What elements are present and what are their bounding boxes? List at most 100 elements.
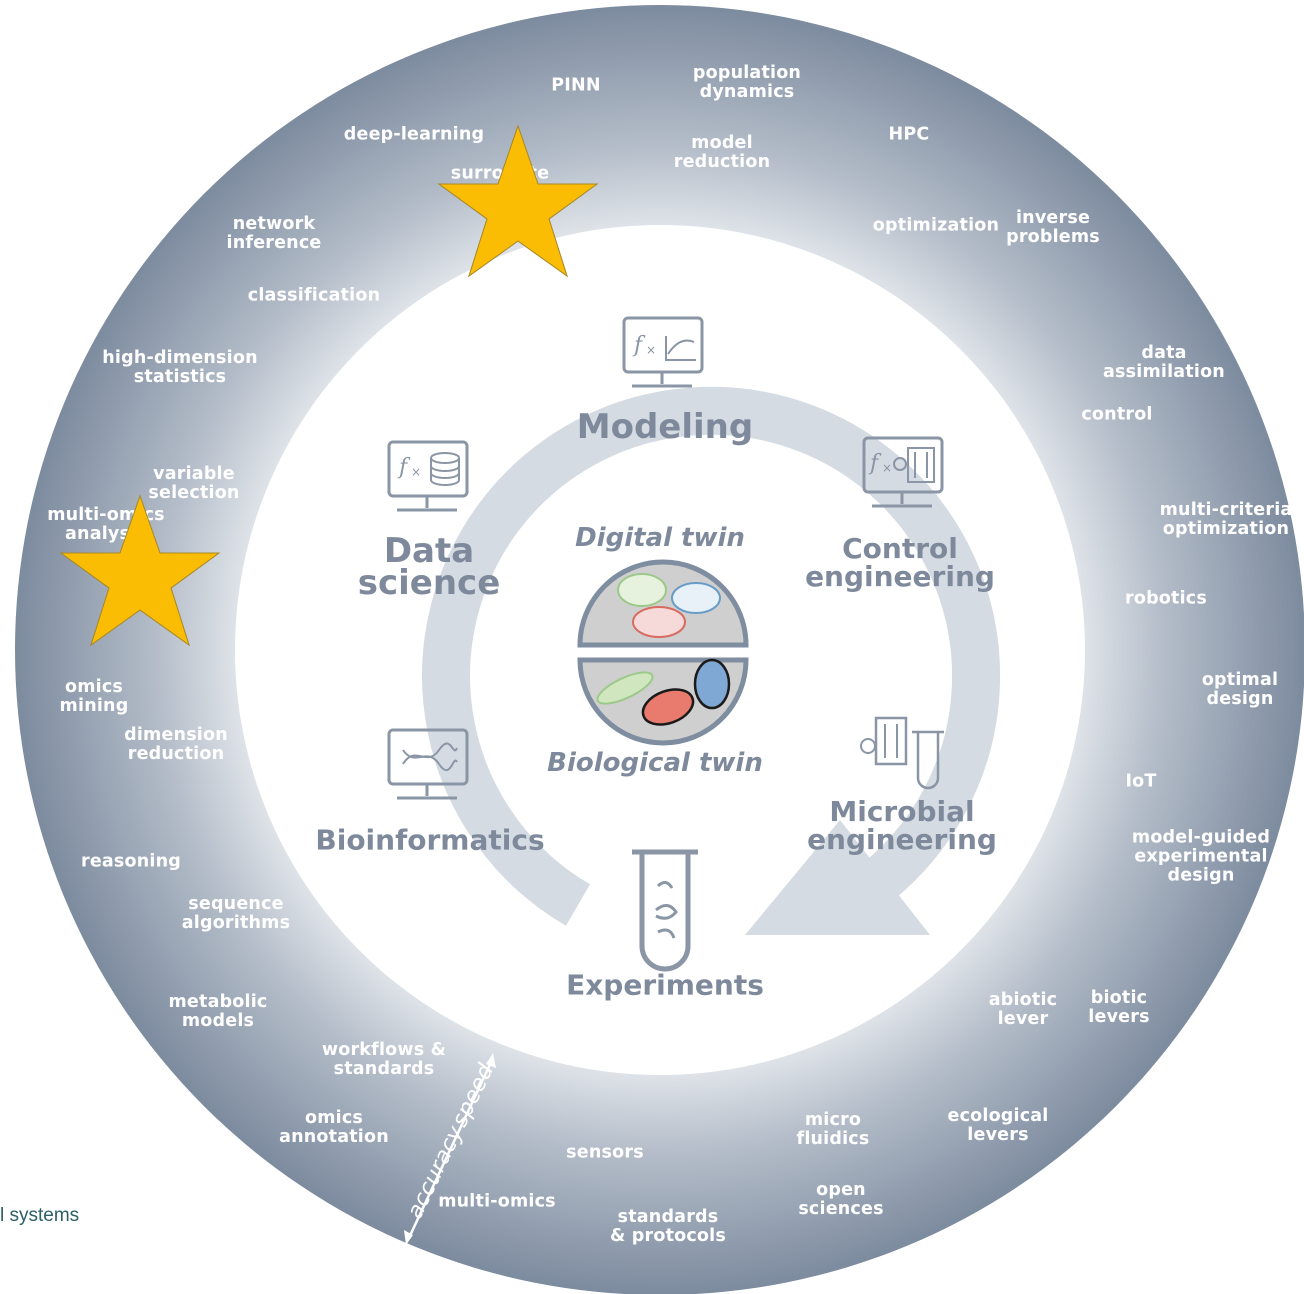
digital-twin-label: Digital twin bbox=[575, 523, 745, 553]
keyword-line: inference bbox=[226, 233, 322, 253]
keyword-line: optimal bbox=[1201, 670, 1279, 690]
keyword-line: IoT bbox=[1125, 771, 1157, 792]
keyword-line: design bbox=[1206, 689, 1274, 709]
keyword-line: dimension bbox=[124, 725, 228, 745]
keyword-line: control bbox=[1081, 404, 1153, 425]
accuracy-speed-axis bbox=[404, 1053, 496, 1245]
keyword-line: sequence bbox=[188, 894, 284, 914]
test-tube-icon bbox=[632, 849, 698, 972]
keyword-line: standards bbox=[617, 1207, 719, 1227]
keyword-line: PINN bbox=[551, 75, 601, 96]
stage-experiments: Experiments bbox=[566, 968, 764, 1002]
keyword-label: standards& protocols bbox=[610, 1208, 726, 1246]
keyword-line: variable bbox=[153, 464, 235, 484]
keyword-line: design bbox=[1167, 865, 1235, 886]
keyword-line: models bbox=[181, 1011, 255, 1031]
keyword-line: ecological bbox=[947, 1106, 1049, 1126]
caption-text: l systems bbox=[0, 1205, 80, 1226]
keyword-line: sciences bbox=[798, 1199, 884, 1219]
keyword-line: network bbox=[232, 214, 316, 234]
keyword-label: deep-learning bbox=[343, 124, 485, 145]
microbial-engineering-icon bbox=[860, 716, 944, 790]
keyword-line: inverse bbox=[1015, 208, 1091, 228]
keyword-label: reasoning bbox=[81, 851, 181, 872]
keyword-line: fluidics bbox=[796, 1129, 870, 1149]
keyword-line: model-guided bbox=[1131, 827, 1271, 848]
keyword-label: control bbox=[1081, 404, 1153, 425]
keyword-label: sensors bbox=[566, 1142, 644, 1163]
keyword-line: problems bbox=[1006, 227, 1100, 247]
keyword-line: omics bbox=[304, 1108, 364, 1128]
keyword-line: optimization bbox=[872, 215, 1000, 236]
keyword-line: reasoning bbox=[81, 851, 181, 872]
keyword-line: lever bbox=[997, 1009, 1049, 1029]
keyword-label: surrogate bbox=[450, 163, 550, 184]
keyword-line: multi-omics bbox=[438, 1191, 556, 1212]
keyword-line: reduction bbox=[127, 744, 225, 764]
keyword-line: metabolic bbox=[168, 992, 268, 1012]
keyword-label: classification bbox=[248, 286, 380, 306]
keyword-line: HPC bbox=[888, 124, 930, 145]
keyword-line: biotic bbox=[1090, 988, 1148, 1008]
keyword-line: abiotic bbox=[988, 990, 1058, 1010]
keyword-line: experimental bbox=[1134, 846, 1268, 867]
keyword-line: selection bbox=[148, 483, 240, 503]
bioinformatics-computer-icon bbox=[387, 728, 469, 800]
keyword-line: surrogate bbox=[450, 163, 550, 184]
keyword-label: multi-omics bbox=[438, 1191, 556, 1212]
keyword-line: analysis bbox=[65, 524, 147, 544]
keyword-label: optimization bbox=[872, 215, 1000, 236]
keyword-label: IoT bbox=[1125, 771, 1157, 792]
keyword-line: population bbox=[692, 63, 802, 83]
keyword-label: robotics bbox=[1125, 588, 1207, 609]
keyword-line: deep-learning bbox=[343, 124, 485, 145]
keyword-line: robotics bbox=[1125, 588, 1207, 609]
keyword-line: levers bbox=[1088, 1007, 1150, 1027]
keyword-line: multi-omics bbox=[47, 505, 165, 525]
keyword-line: statistics bbox=[133, 367, 227, 387]
keyword-line: optimization bbox=[1162, 519, 1290, 539]
keyword-label: PINN bbox=[551, 75, 601, 96]
keyword-line: open bbox=[816, 1180, 866, 1200]
keyword-line: omics bbox=[64, 677, 124, 697]
keyword-line: data bbox=[1141, 343, 1187, 363]
keyword-line: micro bbox=[804, 1110, 862, 1130]
keyword-line: algorithms bbox=[181, 913, 291, 933]
keyword-line: mining bbox=[59, 696, 129, 716]
cycle-arrow bbox=[422, 386, 1001, 935]
stage-modeling: Modeling bbox=[576, 407, 754, 447]
keyword-line: high-dimension bbox=[102, 348, 258, 368]
keyword-line: reduction bbox=[673, 152, 771, 172]
keyword-line: assimilation bbox=[1103, 362, 1225, 382]
keyword-line: sensors bbox=[566, 1142, 644, 1163]
twin-icon bbox=[577, 559, 749, 746]
keyword-line: model bbox=[691, 133, 753, 153]
keyword-line: workflows & bbox=[321, 1040, 447, 1060]
stage-data-science: Data science bbox=[357, 531, 501, 603]
svg-text:×: × bbox=[646, 343, 656, 357]
keyword-label: HPC bbox=[888, 124, 930, 145]
stage-microbial-engineering: Microbial engineering bbox=[807, 795, 997, 856]
keyword-line: standards bbox=[333, 1059, 435, 1079]
keyword-line: levers bbox=[967, 1125, 1029, 1145]
